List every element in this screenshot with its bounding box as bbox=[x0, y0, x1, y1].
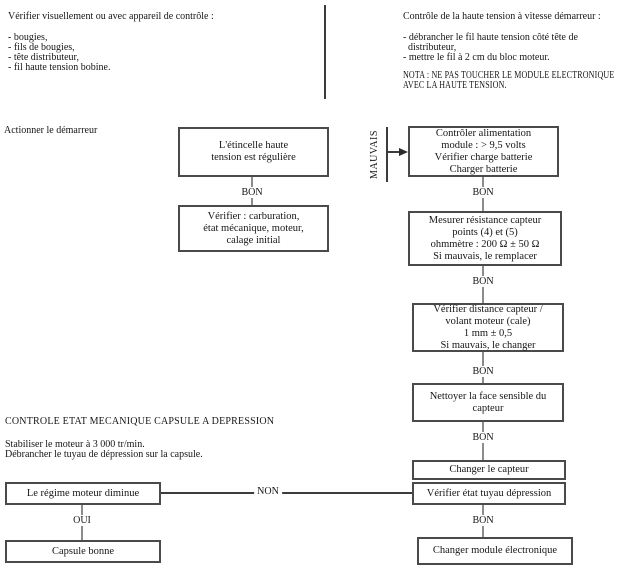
capsule-section-heading: CONTROLE ETAT MECANIQUE CAPSULE A DEPRES… bbox=[5, 416, 275, 427]
intro-left-list: - bougies, - fils de bougies, - tête dis… bbox=[8, 33, 110, 73]
box-spark-regular: L'étincelle haute tension est régulière bbox=[178, 127, 329, 177]
intro-right-item: - débrancher le fil haute tension côté t… bbox=[403, 32, 578, 43]
non-label: NON bbox=[254, 486, 282, 497]
intro-right-item: distributeur, bbox=[408, 42, 457, 53]
intro-left-title: Vérifier visuellement ou avec appareil d… bbox=[8, 11, 214, 22]
mauvais-label: MAUVAIS bbox=[369, 130, 380, 180]
nota-warning: NOTA : NE PAS TOUCHER LE MODULE ELECTRON… bbox=[403, 71, 614, 91]
nota-line: AVEC LA HAUTE TENSION. bbox=[403, 80, 507, 91]
box-vacuum-hose: Vérifier état tuyau dépression bbox=[412, 482, 566, 505]
intro-left-item: - fil haute tension bobine. bbox=[8, 62, 111, 73]
box-sensor-gap: Vérifier distance capteur / volant moteu… bbox=[412, 303, 564, 352]
action-starter-label: Actionner le démarreur bbox=[4, 125, 98, 136]
capsule-instruction: Débrancher le tuyau de dépression sur la… bbox=[5, 449, 203, 460]
oui-label: OUI bbox=[70, 515, 94, 526]
intro-right-item: - mettre le fil à 2 cm du bloc moteur. bbox=[403, 52, 550, 63]
bon-label: BON bbox=[469, 366, 497, 377]
nota-line: NOTA : NE PAS TOUCHER LE MODULE ELECTRON… bbox=[403, 70, 615, 81]
intro-right-list: - débrancher le fil haute tension côté t… bbox=[403, 33, 578, 63]
mauvais-arrow-shaft bbox=[388, 151, 401, 153]
box-rpm-drop: Le régime moteur diminue bbox=[5, 482, 161, 505]
bon-label: BON bbox=[469, 187, 497, 198]
bon-label: BON bbox=[469, 432, 497, 443]
intro-divider-line bbox=[324, 5, 326, 99]
box-carburation-checks: Vérifier : carburation, état mécanique, … bbox=[178, 205, 329, 252]
intro-right-title: Contrôle de la haute tension à vitesse d… bbox=[403, 11, 601, 22]
capsule-instruction: Stabiliser le moteur à 3 000 tr/min. bbox=[5, 439, 145, 450]
box-clean-sensor: Nettoyer la face sensible du capteur bbox=[412, 383, 564, 422]
intro-left-item: - tête distributeur, bbox=[8, 52, 79, 63]
mauvais-branch-line bbox=[386, 127, 388, 182]
bon-label: BON bbox=[469, 515, 497, 526]
bon-label: BON bbox=[469, 276, 497, 287]
box-sensor-resistance: Mesurer résistance capteur points (4) et… bbox=[408, 211, 562, 266]
box-change-sensor: Changer le capteur bbox=[412, 460, 566, 480]
bon-label: BON bbox=[238, 187, 266, 198]
intro-left-item: - bougies, bbox=[8, 32, 48, 43]
intro-left-item: - fils de bougies, bbox=[8, 42, 75, 53]
box-change-module: Changer module électronique bbox=[417, 537, 573, 565]
arrow-right-icon bbox=[399, 148, 408, 156]
box-capsule-ok: Capsule bonne bbox=[5, 540, 161, 563]
box-module-power: Contrôler alimentation module : > 9,5 vo… bbox=[408, 126, 559, 177]
connector-non-line bbox=[160, 492, 412, 494]
